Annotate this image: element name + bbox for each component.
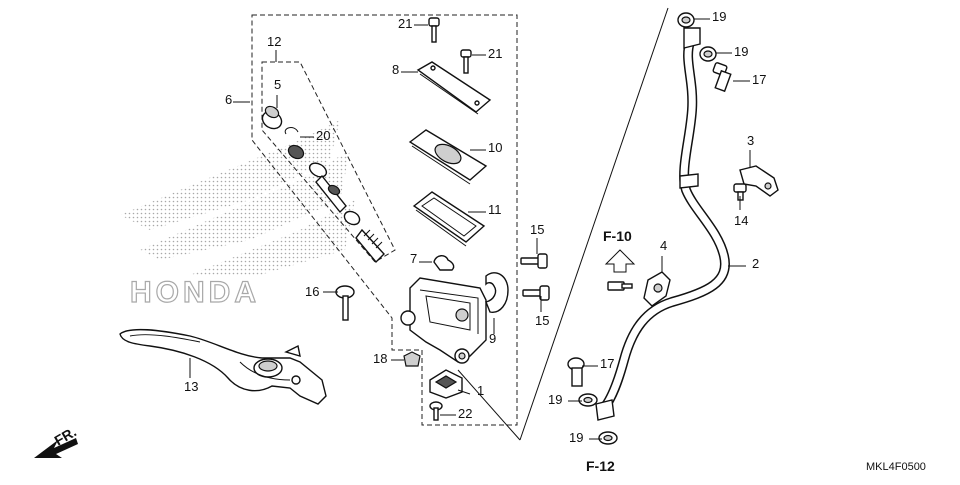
callout-c14[interactable]: 14: [734, 213, 748, 228]
callout-c12[interactable]: 12: [267, 34, 281, 49]
callout-c1[interactable]: 1: [477, 383, 484, 398]
pointer-line-to-lever: [457, 369, 521, 441]
bolt-21-top: [428, 17, 440, 43]
diagram-code: MKL4F0500: [866, 461, 926, 473]
callout-c9[interactable]: 9: [489, 331, 496, 346]
callout-c8[interactable]: 8: [392, 62, 399, 77]
callout-c13[interactable]: 13: [184, 379, 198, 394]
callout-labels: 1234567891011121314151516171718191919192…: [184, 9, 766, 445]
pivot-screw-part-16: [335, 285, 355, 321]
banjo-bolt-17-upper: [712, 62, 732, 93]
honda-wing-watermark: HONDA: [120, 120, 355, 310]
callout-c17a[interactable]: 17: [752, 72, 766, 87]
callout-c20[interactable]: 20: [316, 128, 330, 143]
callout-c11[interactable]: 11: [488, 202, 502, 217]
banjo-bolt-17-lower: [567, 357, 585, 387]
clip-part-7: [433, 255, 455, 271]
reservoir-cap-part-8: [416, 61, 492, 115]
piston-kit-parts: [261, 105, 385, 264]
callout-c17b[interactable]: 17: [600, 356, 614, 371]
callout-c4[interactable]: 4: [660, 238, 667, 253]
callout-leader-c1: [457, 389, 471, 395]
callout-c21b[interactable]: 21: [488, 46, 502, 61]
clamp-holder-part-9: [485, 272, 509, 313]
sealing-washer-19-d: [598, 431, 618, 445]
master-cylinder-group-outline: [251, 14, 518, 426]
ref-f12-label[interactable]: F-12: [586, 458, 615, 474]
honda-watermark-text: HONDA: [130, 276, 260, 309]
front-direction-arrow-icon: [34, 438, 78, 458]
callout-c3[interactable]: 3: [747, 133, 754, 148]
callout-c22[interactable]: 22: [458, 406, 472, 421]
sealing-washer-19-c: [578, 393, 598, 407]
callout-c10[interactable]: 10: [488, 140, 502, 155]
callout-c19c[interactable]: 19: [548, 392, 562, 407]
callout-c19d[interactable]: 19: [569, 430, 583, 445]
master-cylinder-body: [400, 277, 487, 364]
diaphragm-part-11: [412, 191, 486, 247]
callout-c2[interactable]: 2: [752, 256, 759, 271]
diaphragm-plate-part-10: [408, 129, 488, 185]
ref-f10-label[interactable]: F-10: [603, 228, 632, 244]
callout-c15a[interactable]: 15: [530, 222, 544, 237]
callout-c18[interactable]: 18: [373, 351, 387, 366]
ref-f10-arrow-icon: [604, 249, 636, 273]
screw-part-22: [429, 401, 443, 421]
callout-c21a[interactable]: 21: [398, 16, 412, 31]
callout-c5[interactable]: 5: [274, 77, 281, 92]
callout-c19b[interactable]: 19: [734, 44, 748, 59]
hose-bracket-line: [519, 7, 669, 441]
brake-lever-part-13: [119, 328, 327, 405]
brake-switch-part-1: [429, 369, 463, 399]
callout-c7[interactable]: 7: [410, 251, 417, 266]
bolt-21-second: [460, 49, 472, 74]
bolt-15-upper: [520, 253, 548, 269]
bolt-15-lower: [522, 285, 550, 301]
callout-c15b[interactable]: 15: [535, 313, 549, 328]
callout-c6[interactable]: 6: [225, 92, 232, 107]
callout-c16[interactable]: 16: [305, 284, 319, 299]
ref-f10-bolt: [607, 281, 633, 291]
brake-hose-part-2: [595, 27, 730, 421]
callout-c19a[interactable]: 19: [712, 9, 726, 24]
nut-part-18: [403, 351, 421, 367]
sealing-washer-19-b: [699, 46, 717, 62]
sealing-washer-19-a: [677, 12, 695, 28]
